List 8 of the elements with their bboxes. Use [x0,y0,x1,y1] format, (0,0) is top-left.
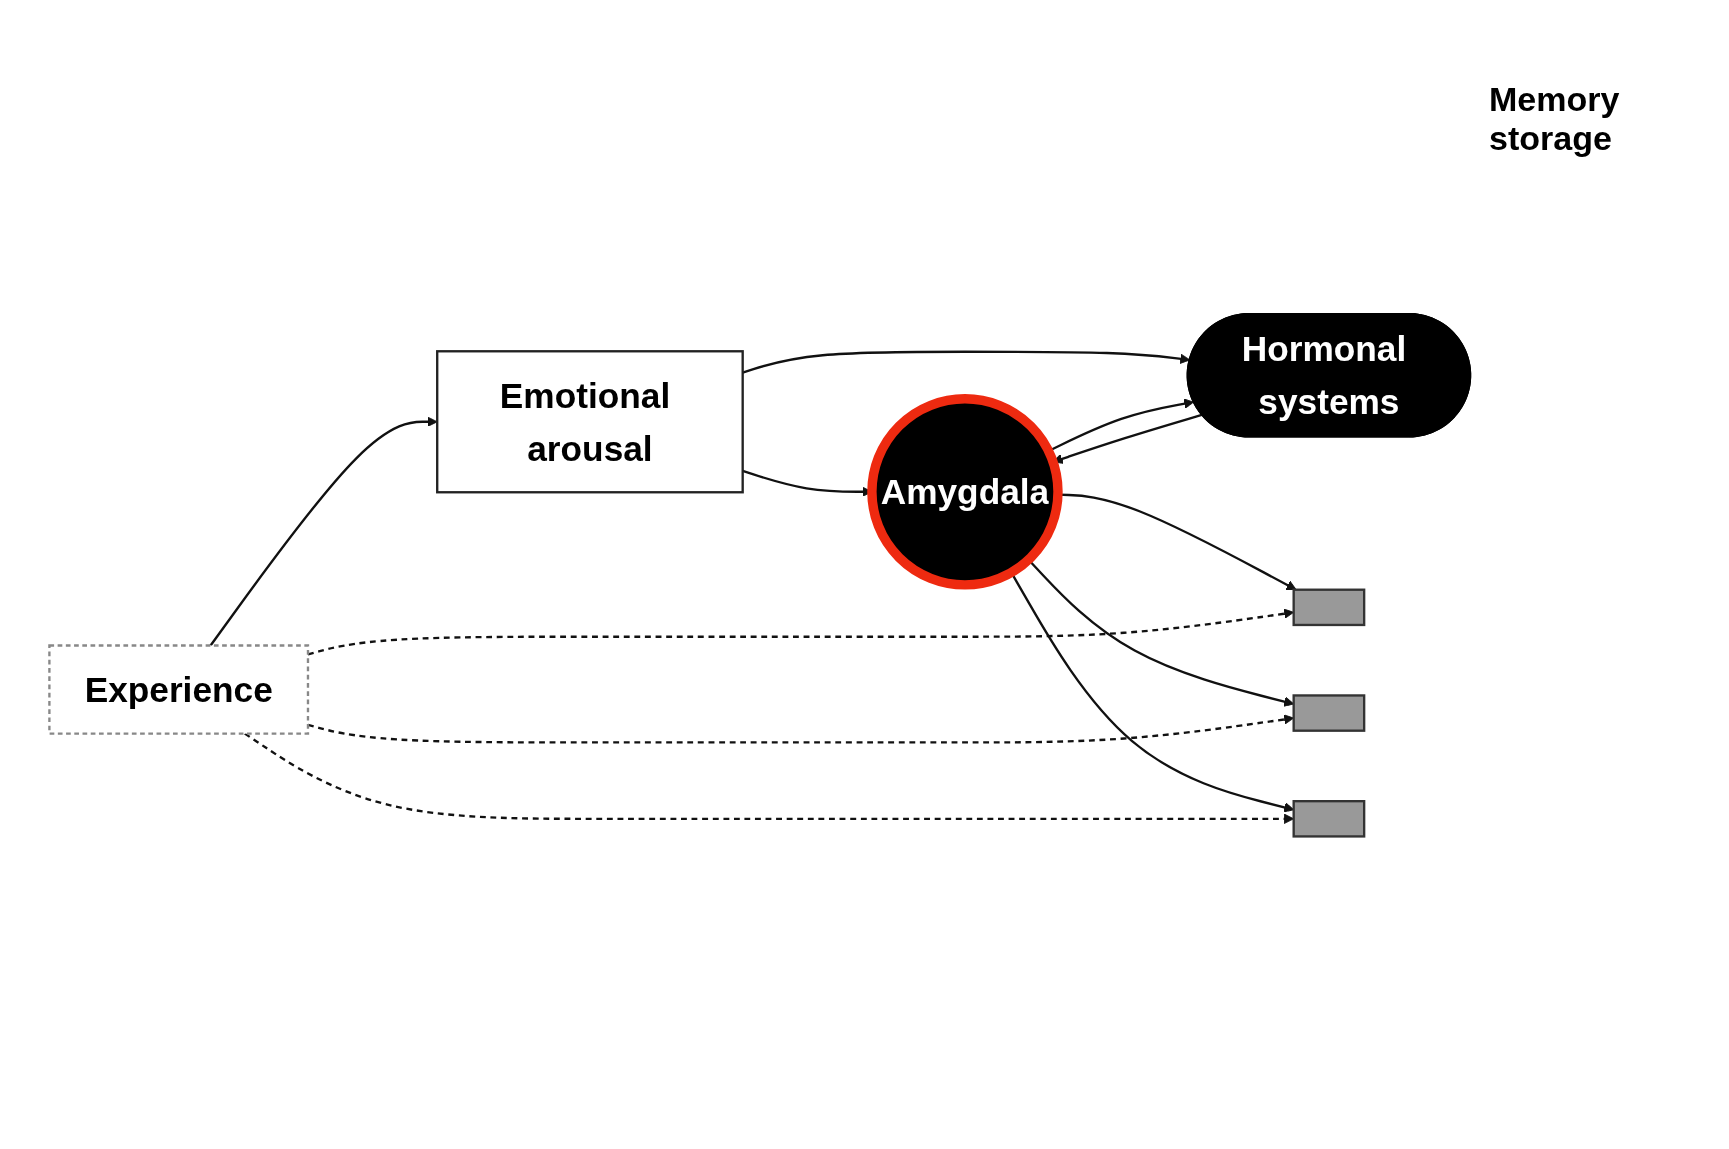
arrow [742,350,1191,374]
node-box [1292,694,1366,732]
node-box: Experience [48,644,310,735]
node-circle: Amygdala [867,394,1063,590]
node-box [1292,800,1366,838]
node-box: Emotional arousal [436,350,744,494]
memory-storage-label: Memory storage [1489,80,1621,158]
node-box [1292,588,1366,627]
